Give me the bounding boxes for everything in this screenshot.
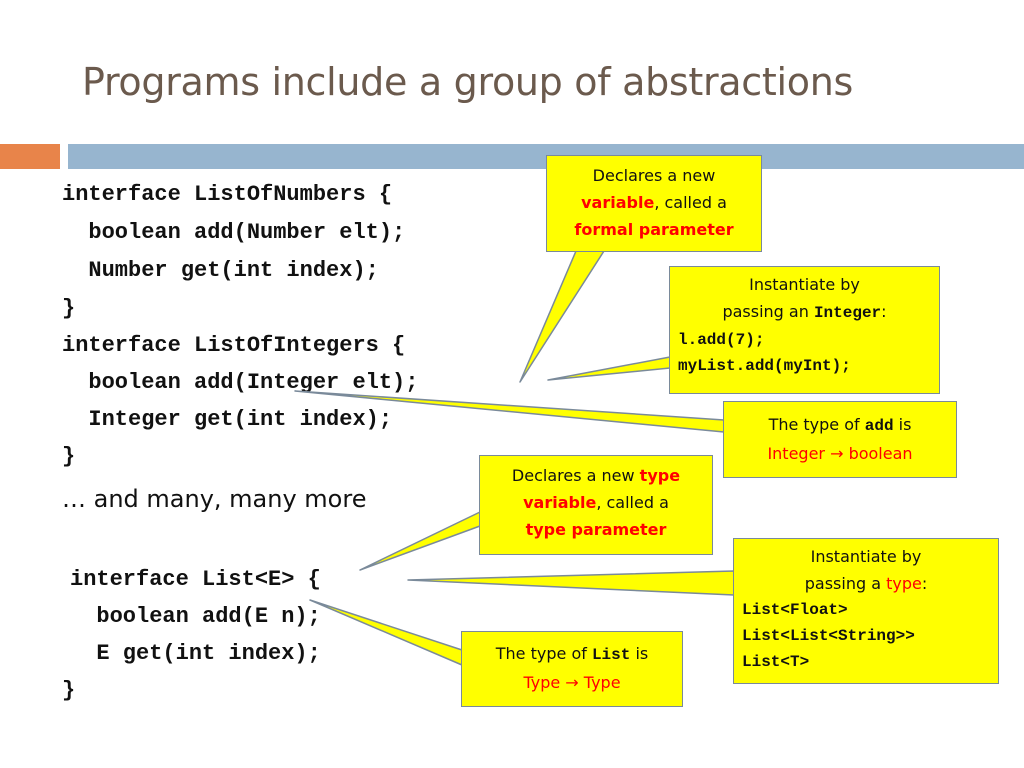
callout-text: The type of	[495, 644, 592, 663]
callout-instantiate-type: Instantiate by passing a type: List<Floa…	[733, 538, 999, 684]
pointer-instantiate-integer	[547, 356, 671, 381]
code-line: }	[62, 444, 76, 469]
callout-code: myList.add(myInt);	[678, 357, 851, 375]
callout-text: variable, called a	[480, 489, 712, 516]
callout-text: passing a type:	[742, 570, 990, 597]
pointer-type-add	[294, 390, 725, 433]
code-line: interface ListOfIntegers {	[62, 333, 406, 358]
callout-code: add	[864, 417, 894, 435]
callout-highlight: type parameter	[525, 520, 667, 539]
callout-highlight: Integer → boolean	[767, 444, 913, 463]
accent-bar-orange	[0, 144, 60, 169]
callout-code: Integer	[813, 304, 882, 322]
callout-highlight: Type → Type	[523, 673, 621, 692]
slide-title: Programs include a group of abstractions	[82, 60, 853, 104]
generic-code-line: }	[62, 678, 76, 703]
pointer-type-list	[309, 599, 463, 666]
code-line: interface ListOfNumbers {	[62, 182, 393, 207]
code-line: boolean add(Number elt);	[62, 220, 406, 245]
callout-text: Declares a new	[511, 466, 640, 485]
code-line: Number get(int index);	[62, 258, 379, 283]
code-line: boolean add(Integer elt);	[62, 370, 419, 395]
callout-type-of-list: The type of List is Type → Type	[461, 631, 683, 707]
callout-code: List<T>	[742, 653, 810, 671]
pointer-formal	[519, 250, 605, 383]
callout-text: Instantiate by	[749, 275, 860, 294]
more-text: … and many, many more	[62, 485, 367, 513]
callout-highlight: type	[639, 466, 681, 485]
pointer-type-param	[359, 511, 481, 571]
generic-code-line: E get(int index);	[70, 641, 321, 666]
code-line: Integer get(int index);	[62, 407, 393, 432]
code-line: }	[62, 296, 76, 321]
callout-text: passing an	[722, 302, 814, 321]
generic-code-line: boolean add(E n);	[70, 604, 321, 629]
callout-formal-parameter: Declares a new variable, called a formal…	[546, 155, 762, 252]
callout-text: Declares a new type	[480, 462, 712, 489]
callout-highlight: formal parameter	[574, 220, 734, 239]
callout-type-parameter: Declares a new type variable, called a t…	[479, 455, 713, 555]
callout-highlight: type	[886, 574, 922, 593]
callout-text: , called a	[596, 493, 669, 512]
callout-code: List<List<String>>	[742, 627, 915, 645]
callout-instantiate-integer: Instantiate by passing an Integer: l.add…	[669, 266, 940, 394]
callout-text: The type of List is	[462, 640, 682, 669]
callout-text: :	[921, 574, 928, 593]
callout-text: Instantiate by	[810, 547, 922, 566]
pointer-instantiate-type	[407, 570, 735, 596]
callout-highlight: variable	[581, 193, 655, 212]
callout-type-of-add: The type of add is Integer → boolean	[723, 401, 957, 478]
callout-text: The type of	[768, 415, 865, 434]
callout-text: passing an Integer:	[678, 298, 931, 327]
callout-text: is	[893, 415, 912, 434]
callout-text: variable, called a	[547, 189, 761, 216]
callout-text: The type of add is	[724, 411, 956, 440]
callout-code: List	[591, 646, 631, 664]
callout-text: , called a	[654, 193, 727, 212]
callout-highlight: variable	[523, 493, 597, 512]
callout-text: Declares a new	[592, 166, 716, 185]
callout-text: passing a	[804, 574, 887, 593]
callout-text: :	[881, 302, 887, 321]
generic-code-line: interface List<E> {	[70, 567, 321, 592]
callout-code: l.add(7);	[678, 331, 765, 349]
callout-code: List<Float>	[742, 601, 848, 619]
callout-text: is	[630, 644, 649, 663]
